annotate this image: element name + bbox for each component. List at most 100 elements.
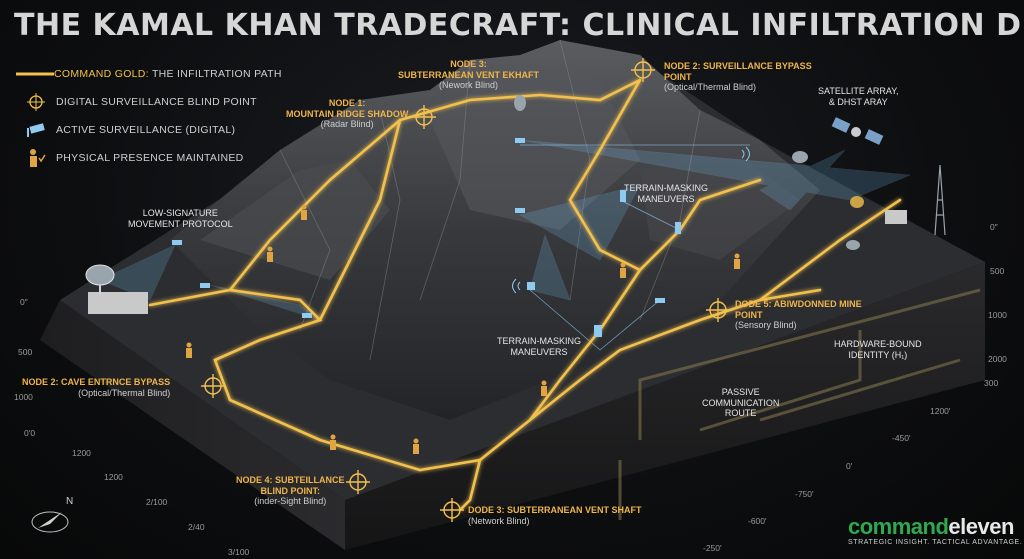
axis-left-tick: 1000 xyxy=(14,392,33,402)
surveillance-beam xyxy=(529,289,601,351)
axis-front-left-tick: 1200 xyxy=(104,472,123,482)
axis-right-tick: 0″ xyxy=(990,222,998,232)
axis-front-left-tick: 3/100 xyxy=(228,547,250,557)
outpost xyxy=(850,196,907,224)
block-front-face xyxy=(345,262,985,550)
cctv-camera-icon xyxy=(594,325,602,337)
label-node3-top: NODE 3: SUBTERRANEAN VENT EKHAFT (Nework… xyxy=(398,59,540,90)
soldier-check-icon xyxy=(413,438,419,454)
radio-tower xyxy=(934,164,946,236)
axis-right-tick: 1000 xyxy=(988,310,1007,320)
tunnel xyxy=(638,288,981,440)
label-node2-top: NODE 2: SURVEILLANCE BYPASS POINT (Optic… xyxy=(664,61,812,92)
legend-item-surveillance: ACTIVE SURVEILLANCE (DIGITAL) xyxy=(16,116,276,144)
ridge-line xyxy=(279,149,331,331)
mountain-main xyxy=(170,40,820,420)
ridge-line xyxy=(369,109,401,361)
axis-right-tick: 500 xyxy=(990,266,1005,276)
surveillance-beam xyxy=(619,199,681,231)
axis-front-left-tick: 2/40 xyxy=(188,522,205,532)
blind-point-marker-node2-cave xyxy=(201,374,225,398)
soldier-check-icon xyxy=(541,380,547,396)
legend-item-blind-point: DIGITAL SURVEILLANCE BLIND POINT xyxy=(16,88,276,116)
legend: COMMAND GOLD: THE INFILTRATION PATH DIGI… xyxy=(16,60,281,172)
comm-dish xyxy=(514,95,860,250)
cctv-camera-icon xyxy=(527,282,535,290)
blind-point-marker-node5 xyxy=(706,298,730,322)
axis-front-left-tick: 1200 xyxy=(72,448,91,458)
label-terrain-masking-1: TERRAIN-MASKING MANEUVERS xyxy=(624,183,709,204)
soldier-check-icon xyxy=(186,342,192,358)
blind-point-marker-node2-top xyxy=(631,58,655,82)
brand-name-part2: eleven xyxy=(948,514,1014,539)
ridge-line xyxy=(559,39,591,301)
legend-item-path: COMMAND GOLD: THE INFILTRATION PATH xyxy=(16,60,281,88)
infiltration-path xyxy=(148,78,902,512)
soldier-check-icon xyxy=(267,246,273,262)
label-passive-comm: PASSIVE COMMUNICATION ROUTE xyxy=(702,387,780,418)
brand-logo: commandeleven STRATEGIC INSIGHT. TACTICA… xyxy=(848,514,1023,547)
soldier-check-icon xyxy=(734,253,740,269)
surveillance-beam xyxy=(599,299,661,351)
brand-name-part1: command xyxy=(848,514,949,539)
label-hardware-bound: HARDWARE-BOUND IDENTITY (H₁) xyxy=(834,339,922,360)
ridge-line xyxy=(639,109,701,321)
soldier-check-icon xyxy=(30,149,46,167)
axis-left-tick: 0″ xyxy=(20,297,28,307)
mountain-ridge-left xyxy=(200,160,390,280)
axis-right-tick: 300 xyxy=(984,378,999,388)
label-node3-bottom: DODE 3: SUBTERRANEAN VENT SHAFT (Network… xyxy=(468,505,642,526)
compass-north-label: N xyxy=(66,496,74,507)
legend-path-label: THE INFILTRATION PATH xyxy=(151,68,282,80)
axis-front-right-tick: -450' xyxy=(892,433,911,443)
cctv-camera-icon xyxy=(655,298,665,303)
surveillance-cone xyxy=(759,149,846,211)
legend-blind-point-label: DIGITAL SURVEILLANCE BLIND POINT xyxy=(56,96,257,108)
label-terrain-masking-2: TERRAIN-MASKING MANEUVERS xyxy=(497,336,582,357)
axis-front-right-tick: -600' xyxy=(748,516,767,526)
diagram-title: THE KAMAL KHAN TRADECRAFT: CLINICAL INFI… xyxy=(14,8,1024,43)
cctv-camera-icon xyxy=(515,138,525,143)
legend-item-presence: PHYSICAL PRESENCE MAINTAINED xyxy=(16,144,276,172)
surveillance-cone xyxy=(209,284,321,321)
satellite xyxy=(831,117,884,145)
axis-right-tick: 2000 xyxy=(988,354,1007,364)
cctv-camera-icon xyxy=(27,123,45,137)
label-node4: NODE 4: SUBTEILLANCE BLIND POINT: (inder… xyxy=(236,475,345,506)
blind-point-marker-node4 xyxy=(346,470,370,494)
cctv-camera-icon xyxy=(200,283,210,288)
soldier-check-icon xyxy=(620,262,626,278)
legend-path-highlight: COMMAND GOLD: xyxy=(54,68,149,80)
surveillance-cone xyxy=(99,244,176,301)
radar-station xyxy=(85,264,148,314)
axis-left-tick: 0'0 xyxy=(24,428,36,438)
crosshair-icon xyxy=(27,93,45,111)
tunnel xyxy=(699,330,862,432)
axis-front-right-tick: -250' xyxy=(703,543,722,553)
cctv-camera-icon xyxy=(302,313,312,318)
surveillance-cone xyxy=(519,184,641,261)
cctv-camera-icon xyxy=(172,240,182,245)
surveillance-cone xyxy=(519,139,911,201)
axis-front-left-tick: 2/100 xyxy=(146,497,168,507)
axis-front-right-tick: 0' xyxy=(846,461,853,471)
soldier-check-icon xyxy=(301,204,307,220)
axis-left-tick: 500 xyxy=(18,347,33,357)
brand-tagline: STRATEGIC INSIGHT. TACTICAL ADVANTAGE. xyxy=(848,539,1023,546)
blind-point-marker-node3 xyxy=(440,498,464,522)
cctv-camera-icon xyxy=(620,190,626,202)
legend-presence-label: PHYSICAL PRESENCE MAINTAINED xyxy=(56,152,244,164)
compass: N xyxy=(28,496,76,541)
cctv-camera-icon xyxy=(675,222,681,234)
surveillance-cone xyxy=(529,234,571,301)
cctv-camera-icon xyxy=(515,208,525,213)
gold-path-line-icon xyxy=(16,72,54,76)
label-satellite: SATELLITE ARRAY, & DHST ARAY xyxy=(818,86,899,107)
label-low-signature: LOW-SIGNATURE MOVEMENT PROTOCOL xyxy=(128,208,233,229)
axis-front-right-tick: -750' xyxy=(795,489,814,499)
wifi-signal xyxy=(512,146,750,294)
tunnel xyxy=(759,358,961,422)
label-node5: DODE 5: ABIWDONNED MINE POINT (Sensory B… xyxy=(735,299,862,330)
